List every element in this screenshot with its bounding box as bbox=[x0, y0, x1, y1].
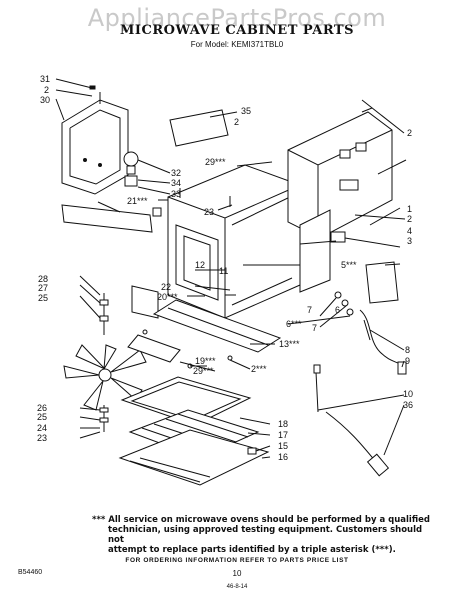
callout-25: 25 bbox=[38, 293, 49, 303]
callout-18: 18 bbox=[278, 419, 289, 429]
screws-top-left bbox=[55, 78, 96, 121]
callout-22: 22 bbox=[161, 282, 172, 292]
callout-36: 36 bbox=[403, 400, 414, 410]
diagram-title: MICROWAVE CABINET PARTS bbox=[120, 23, 354, 38]
document-id: B54460 bbox=[18, 569, 43, 576]
ordering-footer: FOR ORDERING INFORMATION REFER TO PARTS … bbox=[125, 557, 349, 564]
callout-19: 19*** bbox=[195, 356, 216, 366]
callout-6: 6*** bbox=[286, 319, 302, 329]
left-cabinet-panel bbox=[61, 92, 129, 195]
callout-27: 27 bbox=[38, 283, 49, 293]
callout-28: 28 bbox=[38, 274, 49, 284]
callout-35: 35 bbox=[241, 106, 252, 116]
callout-25: 25 bbox=[37, 412, 48, 422]
callout-2: 2 bbox=[407, 128, 413, 138]
callout-4: 4 bbox=[407, 226, 413, 236]
rack-base bbox=[118, 429, 270, 486]
callout-31: 31 bbox=[40, 74, 51, 84]
page-code: 46-8-14 bbox=[226, 584, 248, 590]
callout-11: 11 bbox=[219, 266, 229, 276]
callout-3: 3 bbox=[407, 236, 413, 246]
callout-29: 29*** bbox=[193, 366, 214, 376]
power-cord bbox=[334, 291, 407, 375]
screws-right bbox=[354, 99, 407, 220]
temperature-probe bbox=[313, 364, 390, 477]
lower-hardware bbox=[99, 405, 109, 432]
callout-9: 9 bbox=[405, 356, 411, 366]
callout-7: 7 bbox=[307, 305, 313, 315]
callout-13: 13*** bbox=[279, 339, 300, 349]
stirrer-shaft bbox=[99, 293, 109, 335]
callout-10: 10 bbox=[403, 389, 414, 399]
right-side-panel bbox=[299, 209, 346, 293]
callout-7: 7 bbox=[312, 323, 318, 333]
callout-26: 26 bbox=[37, 403, 48, 413]
callout-8: 8 bbox=[405, 345, 411, 355]
callout-16: 16 bbox=[278, 452, 289, 462]
lamp-assembly bbox=[123, 151, 171, 217]
callout-33: 33 bbox=[171, 189, 182, 199]
door-panel bbox=[131, 285, 159, 319]
callout-12: 12 bbox=[195, 260, 206, 270]
trim-strip bbox=[61, 201, 153, 233]
callout-23: 23 bbox=[37, 433, 48, 443]
callout-34: 34 bbox=[171, 178, 182, 188]
callout-23: 23 bbox=[204, 207, 215, 217]
callout-2: 2 bbox=[407, 214, 413, 224]
callout-2: 2*** bbox=[251, 364, 267, 374]
waveguide-cover bbox=[169, 109, 238, 147]
callout-5: 5*** bbox=[341, 260, 357, 270]
leader-lines bbox=[79, 161, 405, 459]
service-note-line-1: *** All service on microwave ovens shoul… bbox=[92, 515, 430, 525]
callout-15: 15 bbox=[278, 441, 289, 451]
page-number: 10 bbox=[232, 569, 242, 578]
lower-bracket bbox=[127, 329, 233, 369]
service-note-line-3: attempt to replace parts identified by a… bbox=[108, 545, 396, 555]
callout-20: 20*** bbox=[157, 292, 178, 302]
callout-29: 29*** bbox=[205, 157, 226, 167]
label-plate bbox=[365, 261, 399, 304]
callout-6: 6 bbox=[335, 305, 341, 315]
mounting-bracket bbox=[152, 299, 282, 353]
callout-17: 17 bbox=[278, 430, 289, 440]
callout-21: 21*** bbox=[127, 196, 148, 206]
callout-2: 2 bbox=[234, 117, 240, 127]
watermark: AppliancePartsPros.com bbox=[87, 4, 387, 32]
service-note-line-2: technician, using approved testing equip… bbox=[108, 525, 423, 545]
service-note: *** All service on microwave ovens shoul… bbox=[92, 515, 432, 555]
callout-30: 30 bbox=[40, 95, 51, 105]
callout-24: 24 bbox=[37, 423, 48, 433]
callout-32: 32 bbox=[171, 168, 182, 178]
callout-1: 1 bbox=[407, 204, 413, 214]
callout-2: 2 bbox=[44, 85, 50, 95]
outer-wrapper bbox=[287, 107, 393, 239]
model-label: For Model: KEMI371TBL0 bbox=[190, 40, 284, 49]
